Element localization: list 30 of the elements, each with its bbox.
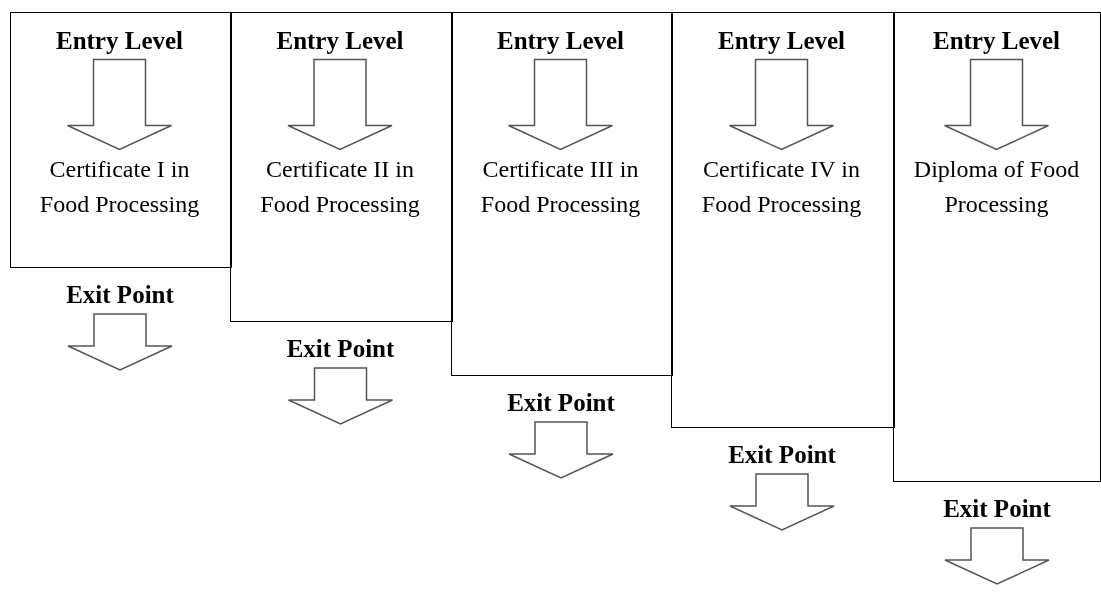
- stage-box: [451, 12, 673, 376]
- entry-level-heading: Entry Level: [691, 25, 872, 56]
- block-arrow: [67, 313, 173, 371]
- stage-box: [230, 12, 453, 322]
- exit-point-label: Exit Point: [250, 334, 431, 364]
- course-name: Diploma of Food Processing: [911, 151, 1082, 222]
- exit-point-label: Exit Point: [692, 440, 872, 470]
- entry-level-heading: Entry Level: [29, 25, 210, 56]
- exit-point-label: Exit Point: [30, 280, 210, 310]
- course-name: Certificate II in Food Processing: [255, 151, 425, 222]
- block-arrow: [729, 473, 835, 531]
- block-arrow: [66, 58, 173, 151]
- block-arrow: [943, 58, 1050, 151]
- stage-box: [671, 12, 895, 428]
- block-arrow: [507, 58, 614, 151]
- block-arrow: [287, 367, 394, 425]
- entry-level-heading: Entry Level: [250, 25, 430, 56]
- course-name: Certificate I in Food Processing: [34, 151, 205, 222]
- exit-point-label: Exit Point: [907, 494, 1087, 524]
- block-arrow: [287, 58, 393, 151]
- block-arrow: [728, 58, 835, 151]
- block-arrow: [508, 421, 614, 479]
- stage-box: [10, 12, 232, 268]
- exit-point-label: Exit Point: [471, 388, 651, 418]
- course-name: Certificate IV in Food Processing: [696, 151, 867, 222]
- entry-level-heading: Entry Level: [906, 25, 1087, 56]
- block-arrow: [944, 527, 1050, 585]
- stage-box: [893, 12, 1101, 482]
- course-name: Certificate III in Food Processing: [475, 151, 646, 222]
- entry-level-heading: Entry Level: [470, 25, 651, 56]
